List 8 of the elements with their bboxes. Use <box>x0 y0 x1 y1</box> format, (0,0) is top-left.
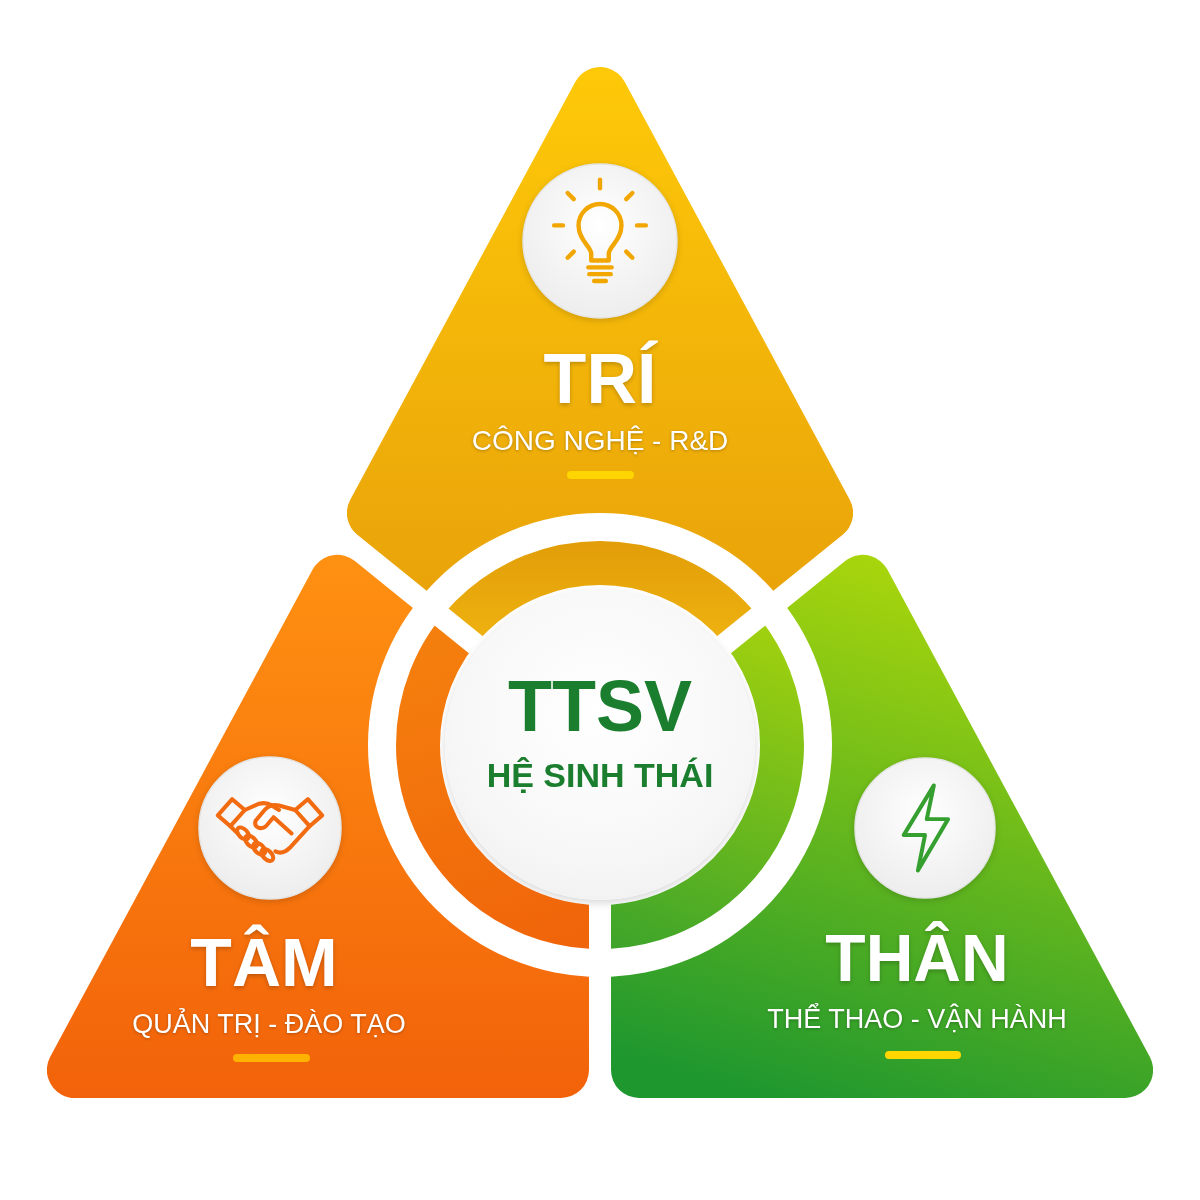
center-subtitle: HỆ SINH THÁI <box>486 756 714 796</box>
pillar-subtitle: QUẢN TRỊ - ĐÀO TẠO <box>132 1009 406 1041</box>
center-title: TTSV <box>508 664 692 748</box>
pillar-title: THÂN <box>825 921 1009 997</box>
pillar-subtitle: CÔNG NGHỆ - R&D <box>471 424 729 458</box>
pillar-title: TRÍ <box>543 338 657 420</box>
pillar-subtitle: THỂ THAO - VẬN HÀNH <box>767 1004 1067 1036</box>
pillar-title: TÂM <box>190 922 338 1002</box>
